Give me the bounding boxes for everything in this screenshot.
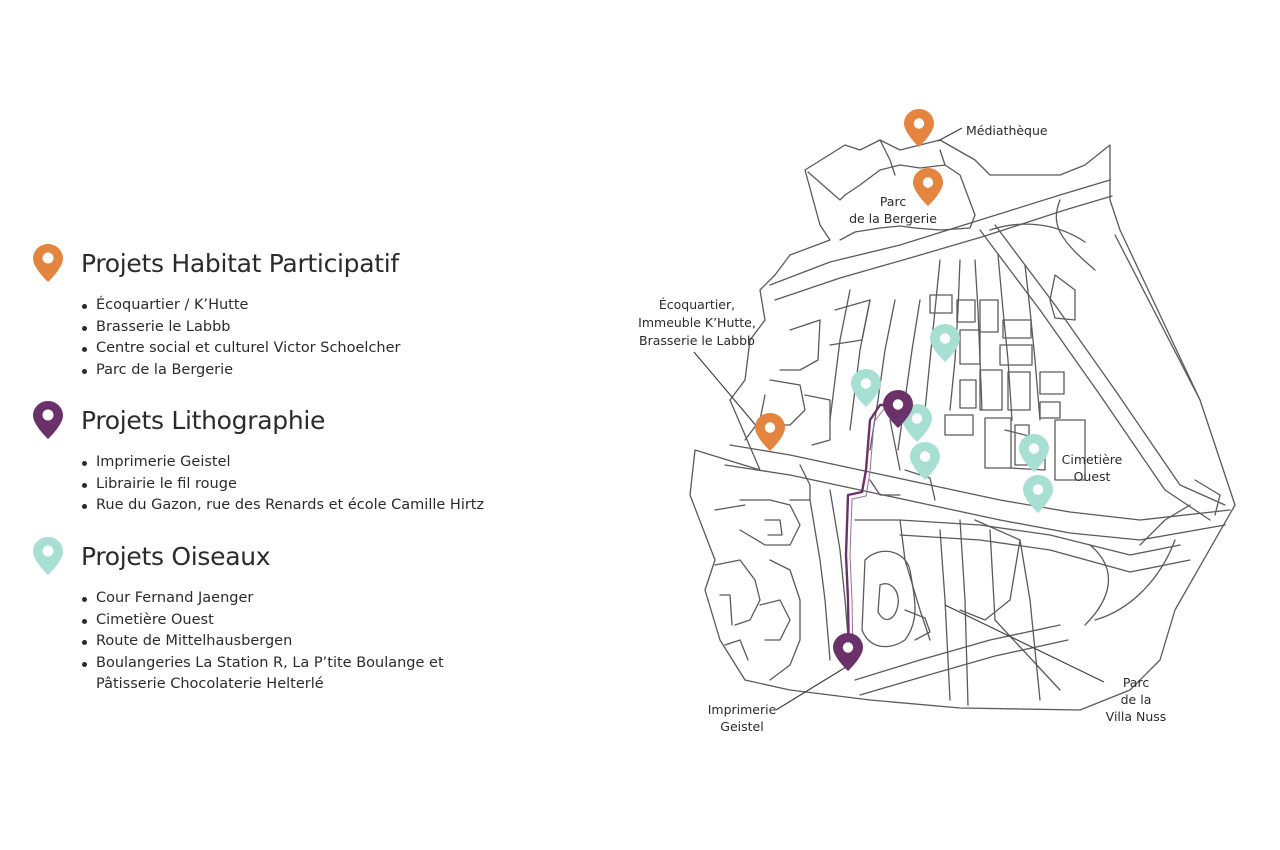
map-pin-icon	[33, 401, 63, 439]
parc-bergerie-marker[interactable]	[913, 168, 943, 206]
category-title: Projets Oiseaux	[81, 541, 271, 571]
bergerie-label: Parc	[880, 194, 907, 209]
category-title: Projets Lithographie	[81, 405, 326, 435]
leader-line	[937, 127, 963, 142]
list-item: Librairie le fil rouge	[80, 474, 484, 496]
ecoquartier-marker[interactable]	[755, 413, 785, 451]
list-item: Brasserie le Labbb	[80, 317, 401, 339]
category-item-list: Cour Fernand Jaenger Cimetière Ouest Rou…	[80, 588, 444, 696]
cimetiere-label: Cimetière	[1062, 452, 1123, 467]
cimetiere-label: Ouest	[1074, 469, 1111, 484]
category-lithographie: Projets Lithographie Imprimerie Geistel …	[32, 400, 484, 517]
imprimerie-geistel-marker[interactable]	[833, 633, 863, 671]
list-item: Imprimerie Geistel	[80, 452, 484, 474]
leader-line	[693, 351, 759, 429]
bergerie-label: de la Bergerie	[849, 211, 937, 226]
mediatheque-marker[interactable]	[904, 109, 934, 147]
leader-line	[944, 604, 1105, 683]
category-item-list: Imprimerie Geistel Librairie le fil roug…	[80, 452, 484, 517]
category-habitat: Projets Habitat Participatif Écoquartier…	[32, 243, 401, 381]
oiseaux-marker[interactable]	[851, 369, 881, 407]
villa-nuss-label: Parc	[1123, 675, 1150, 690]
list-item: Centre social et culturel Victor Schoelc…	[80, 338, 401, 360]
ecoquartier-label: Brasserie le Labbb	[639, 333, 755, 348]
list-item: Boulangeries La Station R, La P’tite Bou…	[80, 653, 444, 696]
category-oiseaux: Projets Oiseaux Cour Fernand Jaenger Cim…	[32, 536, 444, 696]
street-network	[689, 139, 1236, 711]
leader-line	[775, 666, 847, 711]
list-item: Écoquartier / K’Hutte	[80, 295, 401, 317]
lithographie-route	[844, 403, 898, 661]
oiseaux-marker[interactable]	[1023, 475, 1053, 513]
list-item: Parc de la Bergerie	[80, 360, 401, 382]
map-pin-icon	[33, 244, 63, 282]
map-labels: Médiathèque Parc de la Bergerie Écoquart…	[638, 123, 1166, 734]
map-pin-icon	[33, 537, 63, 575]
ecoquartier-label: Immeuble K’Hutte,	[638, 315, 756, 330]
category-title: Projets Habitat Participatif	[81, 248, 399, 278]
legend: Projets Habitat Participatif Écoquartier…	[0, 0, 600, 850]
villa-nuss-label: Villa Nuss	[1106, 709, 1167, 724]
oiseaux-marker[interactable]	[910, 442, 940, 480]
list-item: Cour Fernand Jaenger	[80, 588, 444, 610]
category-item-list: Écoquartier / K’Hutte Brasserie le Labbb…	[80, 295, 401, 381]
list-item: Cimetière Ouest	[80, 610, 444, 632]
list-item: Rue du Gazon, rue des Renards et école C…	[80, 495, 484, 517]
villa-nuss-label: de la	[1121, 692, 1152, 707]
ecoquartier-label: Écoquartier,	[659, 297, 735, 312]
mediatheque-label: Médiathèque	[966, 123, 1048, 138]
list-item: Route de Mittelhausbergen	[80, 631, 444, 653]
imprimerie-label: Geistel	[720, 719, 763, 734]
imprimerie-label: Imprimerie	[708, 702, 777, 717]
lithographie-route-edge	[849, 408, 898, 661]
